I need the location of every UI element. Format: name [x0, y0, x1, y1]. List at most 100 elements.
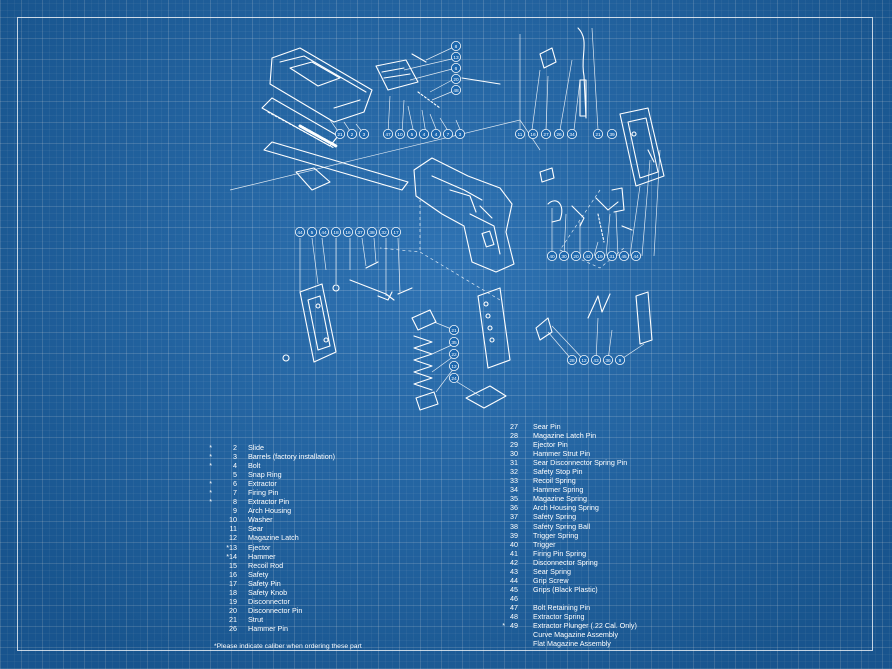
- callout-number: 4: [423, 132, 426, 138]
- callout-number: 36: [605, 358, 611, 364]
- legend-star: [496, 522, 505, 531]
- legend-part-name: Hammer Pin: [248, 623, 288, 633]
- callout-circle: [541, 128, 552, 139]
- callout-circle: [448, 324, 459, 335]
- legend-part-name: Ejector: [248, 542, 271, 552]
- callout-bubble: 20: [571, 250, 582, 261]
- legend-star: *: [209, 452, 212, 462]
- magazine-base-part: [465, 385, 507, 409]
- callout-number: 3: [363, 132, 366, 138]
- callout-circle: [450, 41, 461, 52]
- callout-number: 39: [609, 132, 615, 138]
- legend-number: 15: [229, 560, 237, 570]
- callout-number: 9: [619, 358, 622, 364]
- callout-bubble: 24: [448, 372, 459, 383]
- callout-bubble: 20: [450, 74, 461, 85]
- callout-bubble: 48: [450, 85, 461, 96]
- legend-number: 19: [229, 596, 237, 606]
- legend-number: 38: [510, 521, 518, 531]
- callout-circle: [595, 250, 606, 261]
- recoil-spring-part: [298, 124, 338, 148]
- legend-star: [496, 576, 505, 585]
- slide-part: [269, 47, 373, 123]
- callout-circle: [603, 354, 614, 365]
- callout-circle: [306, 226, 317, 237]
- legend-star: *: [209, 479, 212, 489]
- legend-number: 18: [229, 587, 237, 597]
- legend-star: [196, 533, 212, 542]
- legend-number: 40: [510, 539, 518, 549]
- callout-number: 47: [385, 132, 391, 138]
- callout-circle: [528, 128, 539, 139]
- callout-number: 28: [569, 358, 575, 364]
- legend-number: 32: [510, 467, 518, 477]
- legend-number: 9: [233, 506, 237, 516]
- legend-star: [496, 512, 505, 521]
- legend-star: [496, 467, 505, 476]
- legend-number: 2: [233, 443, 237, 452]
- callout-bubble: 22: [448, 348, 459, 359]
- legend-number: 45: [510, 584, 518, 594]
- callout-number: 21: [595, 132, 601, 138]
- callout-circle: [450, 74, 461, 85]
- legend-star: [496, 630, 505, 639]
- legend-number: 21: [229, 614, 237, 624]
- callout-bubble: 43: [591, 354, 602, 365]
- callout-circle: [559, 250, 570, 261]
- legend-star: [496, 612, 505, 621]
- frame-part: [413, 157, 515, 273]
- callout-circle: [567, 128, 578, 139]
- legend-number: 37: [510, 512, 518, 522]
- legend-part-name: Snap Ring: [248, 470, 282, 480]
- callout-number: 21: [451, 328, 457, 334]
- callout-number: 2: [351, 132, 354, 138]
- legend-star: [196, 524, 212, 533]
- callout-circle: [631, 250, 642, 261]
- legend-star: [496, 594, 505, 603]
- callout-circle: [366, 226, 377, 237]
- callout-bubble: 44: [631, 250, 642, 261]
- legend-part-name: Disconnector Spring: [533, 557, 598, 567]
- callout-bubble: 5: [406, 128, 417, 139]
- callout-number: 17: [393, 230, 399, 236]
- callout-bubble: 7: [442, 128, 453, 139]
- callout-number: 37: [357, 230, 363, 236]
- callout-bubble: 27: [541, 128, 552, 139]
- callout-bubble: 13: [450, 52, 461, 63]
- legend-star: [196, 624, 212, 633]
- legend-row: Flat Magazine Assembly: [496, 639, 637, 648]
- legend-part-name: Trigger: [533, 539, 556, 549]
- leader-lines: [229, 27, 661, 397]
- legend-part-name: Trigger Spring: [533, 530, 579, 540]
- legend-star: [496, 458, 505, 467]
- callout-circle: [330, 226, 341, 237]
- legend-part-name: Hammer Strut Pin: [533, 449, 591, 459]
- callout-number: 26: [556, 132, 562, 138]
- legend-number: 10: [229, 515, 237, 525]
- callout-number: 5: [311, 230, 314, 236]
- legend-number: 3: [233, 452, 237, 462]
- legend-part-name: Ejector Pin: [533, 440, 568, 450]
- callout-circle: [593, 128, 604, 139]
- legend-part-name: Slide: [248, 443, 264, 452]
- callout-number: 34: [569, 132, 575, 138]
- legend-part-name: Washer: [248, 515, 273, 525]
- bolt-part: [263, 141, 409, 191]
- legend-part-name: Flat Magazine Assembly: [533, 639, 611, 649]
- callout-bubble: 42: [583, 250, 594, 261]
- legend-part-name: Hammer Spring: [533, 485, 584, 495]
- callout-circle: [619, 250, 630, 261]
- callout-bubble: 16: [528, 128, 539, 139]
- callout-bubble: 11: [515, 128, 526, 139]
